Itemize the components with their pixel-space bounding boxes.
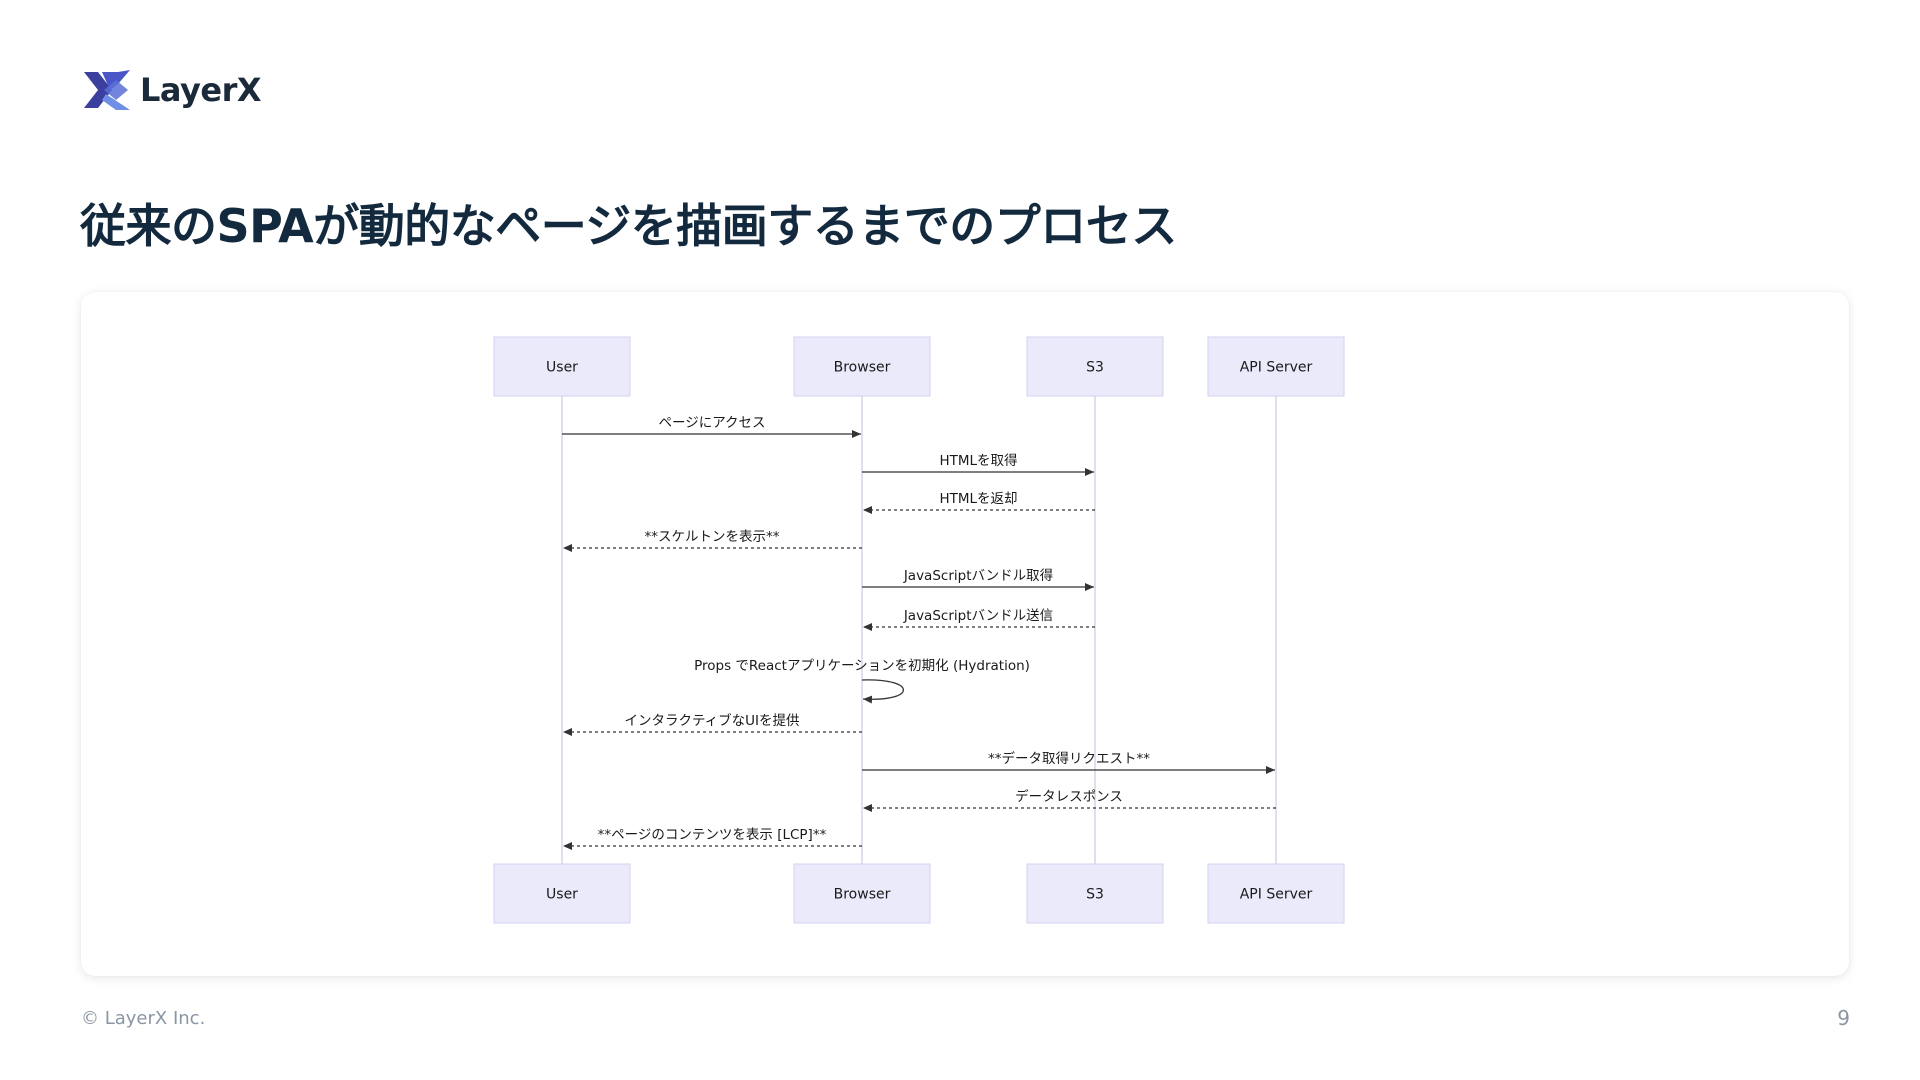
message-label: JavaScriptバンドル取得 [903, 567, 1053, 584]
actor-api-bottom: API Server [1207, 863, 1345, 924]
message-7: Props でReactアプリケーションを初期化 (Hydration) [694, 657, 1030, 704]
message-8: インタラクティブなUIを提供 [563, 712, 862, 736]
message-9: **データ取得リクエスト** [862, 750, 1275, 774]
message-label: インタラクティブなUIを提供 [624, 712, 799, 729]
actor-user-bottom: User [493, 863, 631, 924]
actor-label: API Server [1240, 887, 1313, 903]
message-arrow [861, 679, 905, 704]
message-1: ページにアクセス [562, 415, 861, 438]
layerx-logo-icon [84, 70, 130, 110]
page-title: 従来のSPAが動的なページを描画するまでのプロセス [80, 199, 1177, 253]
actor-label: User [546, 360, 578, 376]
message-label: Props でReactアプリケーションを初期化 (Hydration) [694, 657, 1030, 674]
actor-browser-top: Browser [793, 336, 931, 397]
actor-browser-bottom: Browser [793, 863, 931, 924]
actor-label: User [546, 887, 578, 903]
message-label: HTMLを取得 [939, 452, 1017, 469]
actor-label: Browser [834, 360, 891, 376]
logo-wordmark: LayerX [140, 71, 262, 109]
layerx-logo: LayerX [84, 70, 262, 110]
actor-api-top: API Server [1207, 336, 1345, 397]
message-11: **ページのコンテンツを表示 [LCP]** [563, 827, 862, 850]
actor-label: S3 [1086, 887, 1104, 903]
copyright: © LayerX Inc. [81, 1008, 206, 1029]
message-2: HTMLを取得 [862, 452, 1094, 476]
message-label: データレスポンス [1015, 788, 1123, 805]
actor-label: Browser [834, 887, 891, 903]
message-label: JavaScriptバンドル送信 [903, 608, 1053, 624]
message-5: JavaScriptバンドル取得 [862, 567, 1094, 591]
actor-user-top: User [493, 336, 631, 397]
message-3: HTMLを返却 [863, 491, 1095, 514]
actor-label: API Server [1240, 360, 1313, 376]
message-4: **スケルトンを表示** [563, 529, 862, 552]
actor-s3-bottom: S3 [1026, 863, 1164, 924]
page-number: 9 [1837, 1006, 1850, 1030]
message-label: ページにアクセス [658, 415, 765, 431]
message-label: **ページのコンテンツを表示 [LCP]** [598, 827, 827, 843]
message-10: データレスポンス [863, 788, 1276, 812]
actor-label: S3 [1086, 360, 1104, 376]
message-label: HTMLを返却 [939, 491, 1017, 507]
message-label: **データ取得リクエスト** [988, 750, 1150, 767]
actor-s3-top: S3 [1026, 336, 1164, 397]
message-label: **スケルトンを表示** [645, 529, 780, 545]
message-6: JavaScriptバンドル送信 [863, 608, 1095, 631]
